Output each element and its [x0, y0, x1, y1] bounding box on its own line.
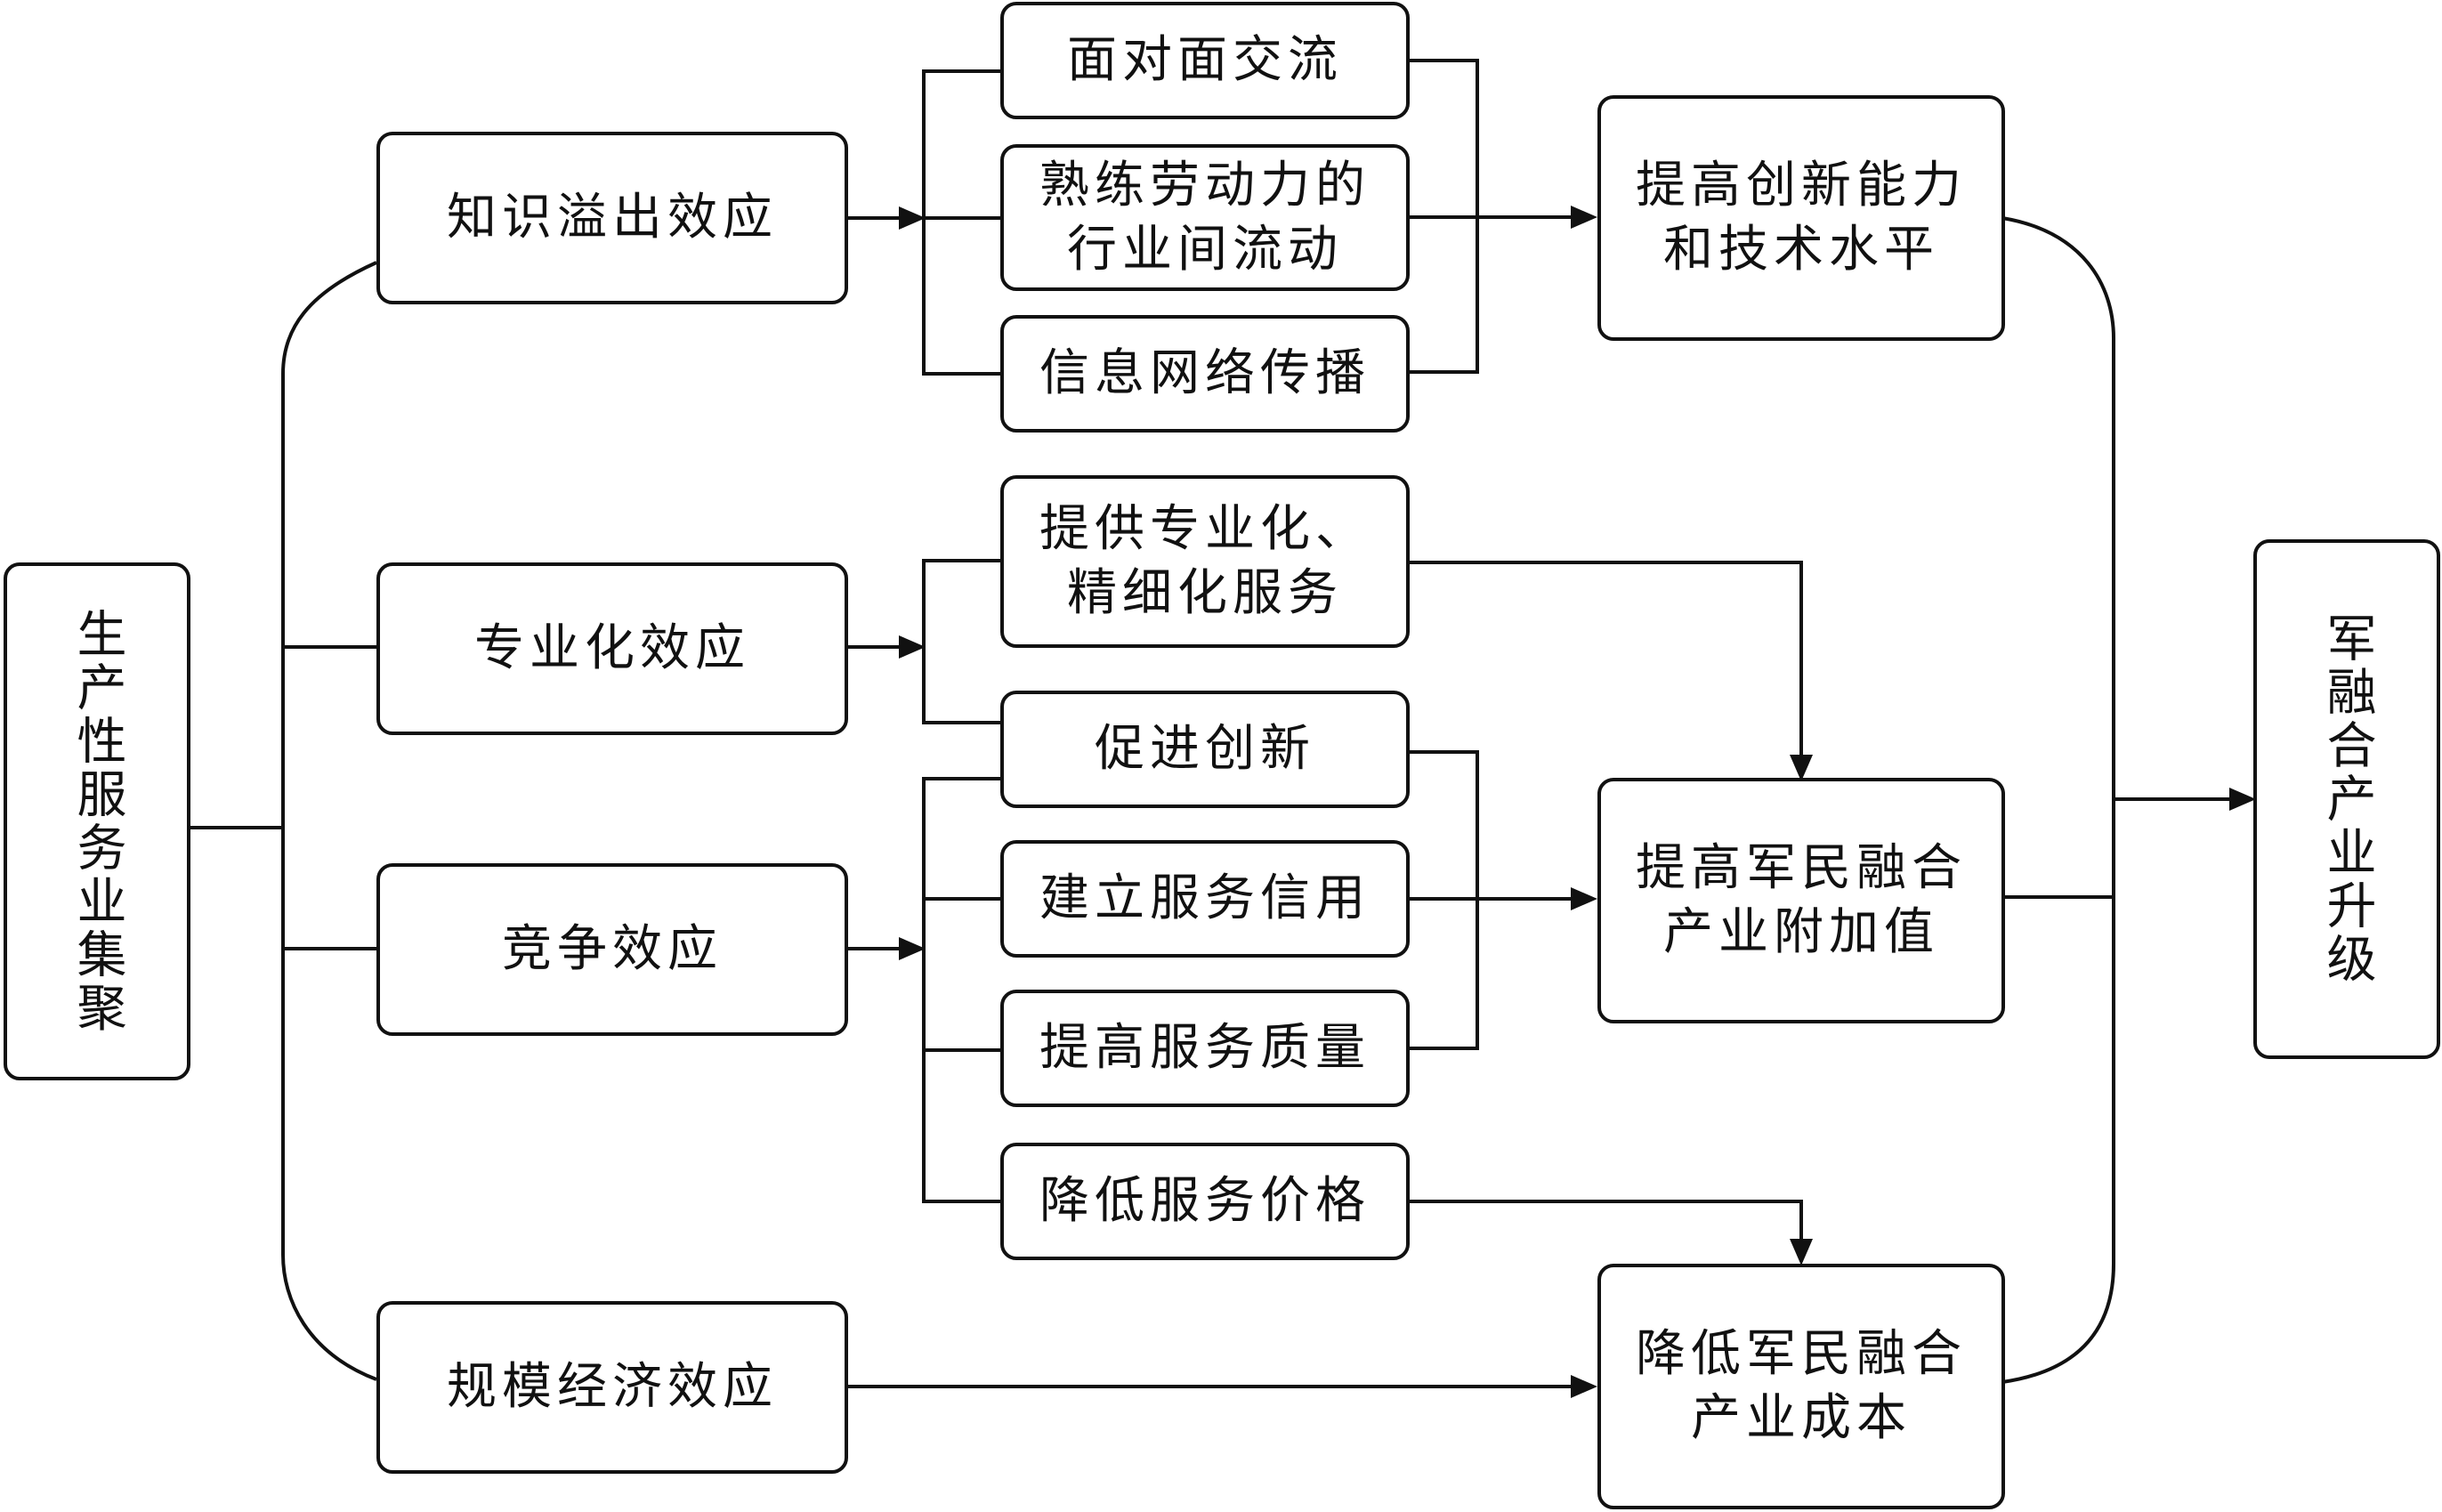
arrowhead [1790, 755, 1813, 781]
face-to-face-node: 面对面交流 [1000, 2, 1410, 119]
knowledge-bracket-left [922, 69, 1000, 376]
labor-flow-label: 熟练劳动力的 行业间流动 [1039, 156, 1371, 279]
source-node: 生产性服务业集聚 [4, 562, 190, 1080]
industry-cost-node: 降低军民融合 产业成本 [1597, 1264, 2005, 1509]
service-credit-node: 建立服务信用 [1000, 840, 1410, 958]
scale-economy-label: 规模经济效应 [447, 1358, 778, 1416]
arrowhead [1571, 206, 1597, 229]
specialization-label: 专业化效应 [474, 619, 750, 677]
service-quality-label: 提高服务质量 [1039, 1019, 1371, 1077]
labor-flow-node: 熟练劳动力的 行业间流动 [1000, 144, 1410, 291]
info-network-node: 信息网络传播 [1000, 315, 1410, 433]
value-added-label: 提高军民融合 产业附加值 [1636, 839, 1967, 961]
competition-bracket-left [922, 777, 1000, 1203]
specialized-service-label: 提供专业化、 精细化服务 [1039, 500, 1371, 622]
specialized-to-value-line [1409, 561, 1803, 761]
innovation-node: 促进创新 [1000, 691, 1410, 808]
outcome-merge-spine [2001, 216, 2115, 1384]
scale-economy-node: 规模经济效应 [376, 1301, 848, 1474]
innovation-capacity-node: 提高创新能力 和技术水平 [1597, 95, 2005, 341]
specialization-bracket [922, 559, 1000, 724]
innovation-capacity-label: 提高创新能力 和技术水平 [1636, 157, 1967, 279]
target-node: 军融合产业升级 [2253, 539, 2440, 1059]
source-branch-spine [281, 261, 377, 1381]
knowledge-spillover-label: 知识溢出效应 [447, 189, 778, 247]
service-price-label: 降低服务价格 [1039, 1172, 1371, 1230]
arrowhead [1571, 1375, 1597, 1398]
price-to-cost-line [1409, 1200, 1803, 1244]
source-label: 生产性服务业集聚 [69, 608, 126, 1035]
arrowhead [1571, 887, 1597, 910]
competition-node: 竞争效应 [376, 863, 848, 1036]
service-price-node: 降低服务价格 [1000, 1143, 1410, 1260]
service-quality-node: 提高服务质量 [1000, 990, 1410, 1107]
info-network-label: 信息网络传播 [1039, 344, 1371, 402]
arrowhead [1790, 1239, 1813, 1265]
industry-cost-label: 降低军民融合 产业成本 [1636, 1325, 1967, 1447]
target-label: 军融合产业升级 [2318, 612, 2376, 986]
arrowhead [899, 635, 926, 659]
specialized-service-node: 提供专业化、 精细化服务 [1000, 475, 1410, 648]
knowledge-spillover-node: 知识溢出效应 [376, 132, 848, 304]
competition-label: 竞争效应 [502, 920, 723, 978]
innovation-label: 促进创新 [1095, 720, 1315, 778]
specialization-node: 专业化效应 [376, 562, 848, 735]
arrowhead [899, 937, 926, 960]
face-to-face-label: 面对面交流 [1067, 31, 1343, 89]
value-added-node: 提高军民融合 产业附加值 [1597, 778, 2005, 1023]
service-credit-label: 建立服务信用 [1039, 869, 1371, 927]
arrowhead [899, 206, 926, 230]
arrowhead [2229, 788, 2256, 811]
